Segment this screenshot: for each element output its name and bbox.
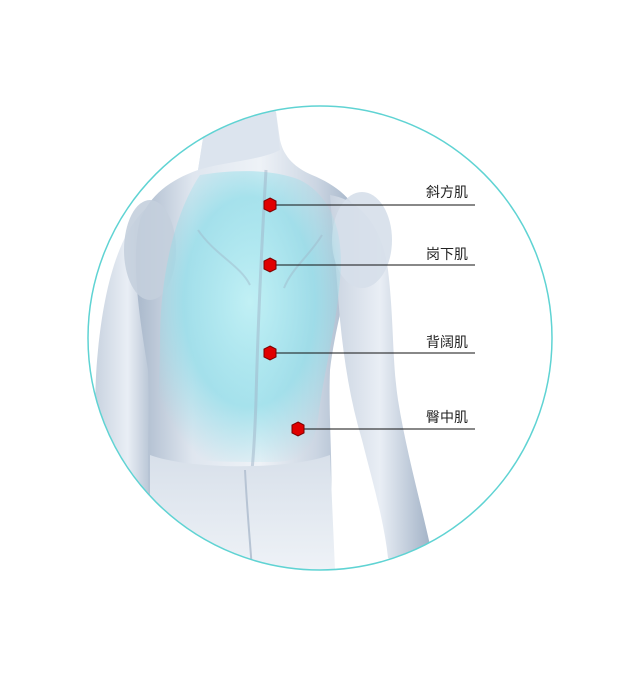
human-back-illustration — [95, 106, 430, 570]
red-hexagon-marker-icon[interactable] — [263, 345, 277, 361]
red-hexagon-marker-icon[interactable] — [263, 197, 277, 213]
frame-circle — [87, 105, 553, 571]
label-trapezius: 斜方肌 — [426, 185, 468, 201]
label-infraspinatus: 岗下肌 — [426, 247, 468, 263]
label-gluteus-medius: 臀中肌 — [426, 410, 468, 426]
red-hexagon-marker-icon[interactable] — [263, 257, 277, 273]
label-latissimus-dorsi: 背阔肌 — [426, 335, 468, 351]
red-hexagon-marker-icon[interactable] — [291, 421, 305, 437]
